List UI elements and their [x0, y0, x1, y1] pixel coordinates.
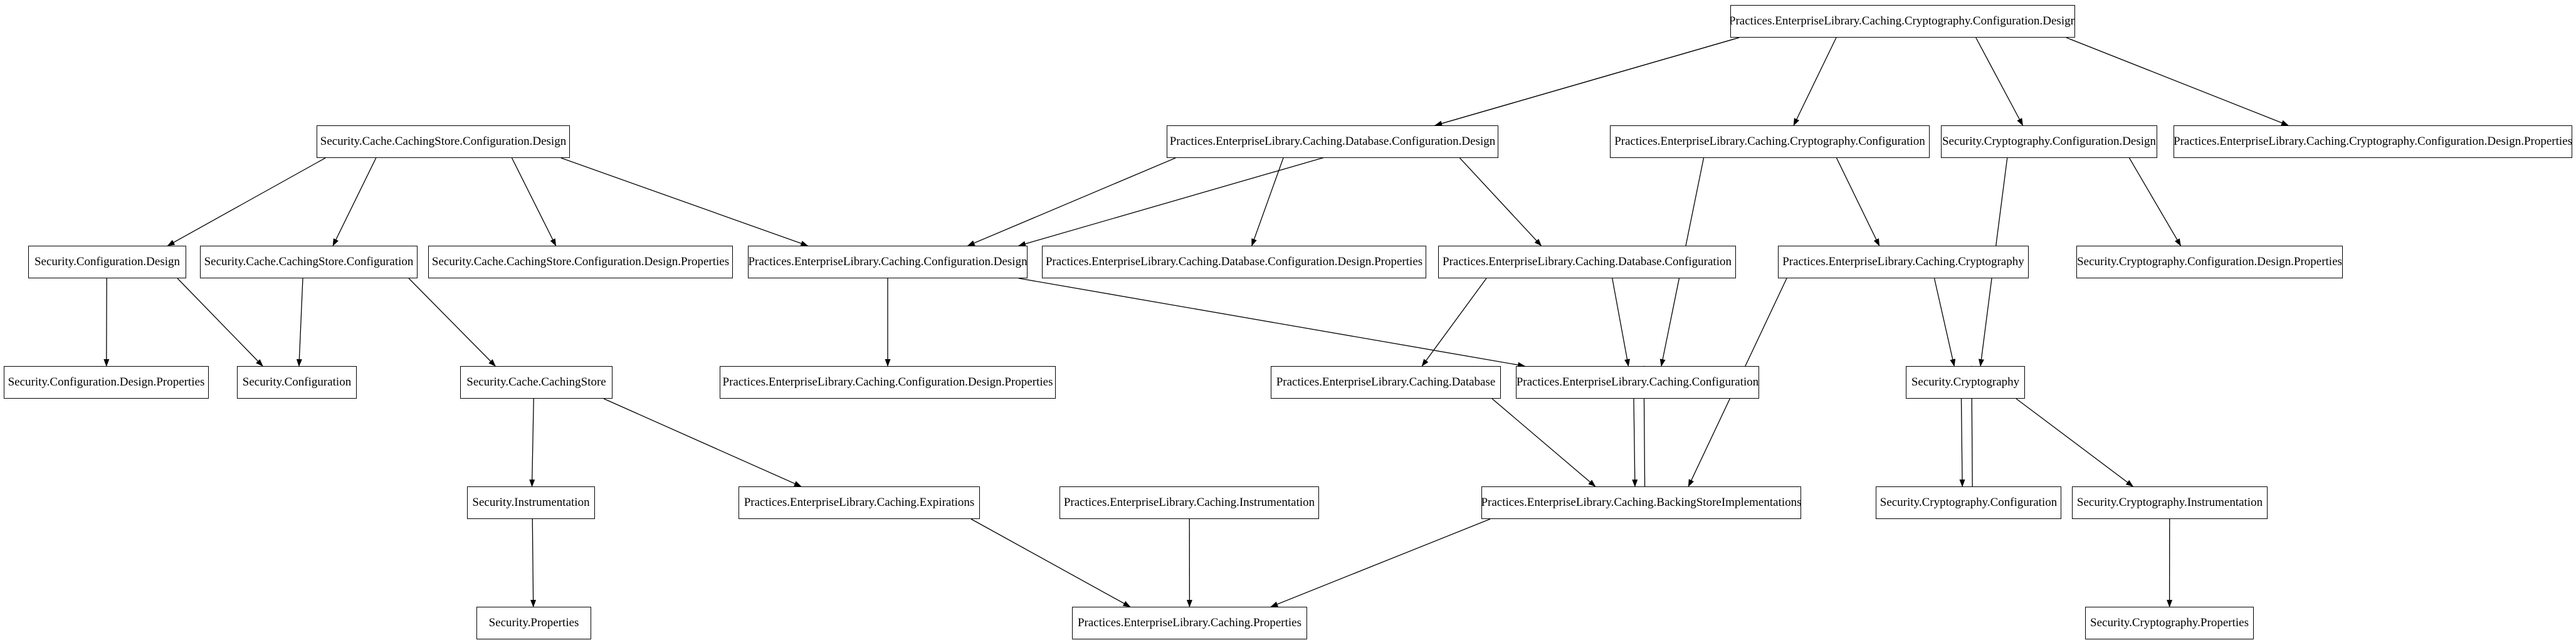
graph-node-n19: Practices.EnterpriseLibrary.Caching.Data… [1271, 366, 1501, 399]
graph-node-n13: Practices.EnterpriseLibrary.Caching.Cryp… [1778, 246, 2029, 278]
graph-node-n2: Security.Cache.CachingStore.Configuratio… [317, 125, 570, 158]
graph-node-label: Practices.EnterpriseLibrary.Caching.Cryp… [1730, 14, 2075, 28]
edge-n3-n10 [967, 157, 1176, 246]
edge-n10-n20 [1018, 278, 1525, 368]
edge-n13-n21 [1933, 278, 1956, 367]
edge-n12-n20 [1612, 278, 1630, 367]
edge-n19-n25 [1491, 398, 1596, 487]
graph-node-n1: Practices.EnterpriseLibrary.Caching.Cryp… [1730, 5, 2075, 38]
graph-node-n17: Security.Cache.CachingStore [460, 366, 612, 399]
graph-node-label: Practices.EnterpriseLibrary.Caching.Cryp… [1782, 255, 2024, 268]
graph-node-n16: Security.Configuration [237, 366, 357, 399]
graph-node-label: Practices.EnterpriseLibrary.Caching.Prop… [1077, 616, 1301, 629]
graph-node-n22: Security.Instrumentation [467, 486, 595, 519]
graph-node-n27: Security.Cryptography.Instrumentation [2072, 486, 2268, 519]
edge-n3-n12 [1459, 157, 1542, 246]
graph-node-n4: Practices.EnterpriseLibrary.Caching.Cryp… [1610, 125, 1930, 158]
graph-node-label: Practices.EnterpriseLibrary.Caching.Conf… [748, 255, 1028, 268]
edge-n20-n25 [1632, 398, 1638, 487]
graph-node-label: Practices.EnterpriseLibrary.Caching.Data… [1169, 135, 1496, 148]
graph-node-label: Practices.EnterpriseLibrary.Caching.Data… [1276, 375, 1496, 389]
graph-node-label: Practices.EnterpriseLibrary.Caching.Inst… [1063, 496, 1315, 509]
edge-n2-n7 [167, 157, 326, 246]
graph-node-label: Practices.EnterpriseLibrary.Caching.Data… [1045, 255, 1423, 268]
graph-node-n18: Practices.EnterpriseLibrary.Caching.Conf… [720, 366, 1056, 399]
graph-node-label: Security.Cryptography.Properties [2090, 616, 2249, 629]
graph-node-n25: Practices.EnterpriseLibrary.Caching.Back… [1481, 486, 1801, 519]
graph-node-label: Security.Instrumentation [472, 496, 590, 509]
graph-node-n20: Practices.EnterpriseLibrary.Caching.Conf… [1516, 366, 1759, 399]
graph-node-label: Security.Cryptography.Configuration.Desi… [2077, 255, 2342, 268]
graph-node-label: Security.Cache.CachingStore.Configuratio… [204, 255, 414, 268]
edge-n22-n28 [530, 518, 537, 607]
edge-n5-n14 [2128, 157, 2181, 246]
edge-n21-n26 [1959, 398, 1965, 487]
graph-node-label: Practices.EnterpriseLibrary.Caching.Cryp… [1614, 135, 1925, 148]
graph-node-label: Practices.EnterpriseLibrary.Caching.Data… [1443, 255, 1732, 268]
edge-n1-n4 [1793, 37, 1837, 126]
graph-node-n8: Security.Cache.CachingStore.Configuratio… [200, 246, 418, 278]
graph-node-n7: Security.Configuration.Design [28, 246, 186, 278]
graph-node-n26: Security.Cryptography.Configuration [1876, 486, 2061, 519]
edge-n23-n29 [970, 518, 1131, 607]
graph-node-n11: Practices.EnterpriseLibrary.Caching.Data… [1042, 246, 1426, 278]
graph-node-label: Security.Configuration.Design.Properties [8, 375, 205, 389]
graph-node-n23: Practices.EnterpriseLibrary.Caching.Expi… [739, 486, 980, 519]
graph-node-label: Security.Cache.CachingStore [466, 375, 606, 389]
graph-node-label: Security.Properties [488, 616, 579, 629]
graph-node-n6: Practices.EnterpriseLibrary.Caching.Cryp… [2174, 125, 2572, 158]
graph-node-n30: Security.Cryptography.Properties [2085, 607, 2254, 639]
edges [103, 37, 2289, 607]
graph-node-label: Security.Cryptography [1911, 375, 2020, 389]
graph-node-n29: Practices.EnterpriseLibrary.Caching.Prop… [1072, 607, 1307, 639]
graph-node-n3: Practices.EnterpriseLibrary.Caching.Data… [1167, 125, 1498, 158]
graph-node-label: Security.Cryptography.Configuration.Desi… [1942, 135, 2157, 148]
graph-node-label: Security.Configuration [242, 375, 352, 389]
edge-n1-n6 [2066, 37, 2289, 126]
graph-node-n5: Security.Cryptography.Configuration.Desi… [1941, 125, 2157, 158]
edge-n25-n29 [1270, 518, 1491, 607]
graph-node-n9: Security.Cache.CachingStore.Configuratio… [428, 246, 733, 278]
edge-n8-n16 [296, 278, 303, 367]
graph-node-label: Practices.EnterpriseLibrary.Caching.Expi… [744, 496, 975, 509]
graph-node-label: Security.Cryptography.Instrumentation [2076, 496, 2263, 509]
graph-node-label: Security.Configuration.Design [34, 255, 180, 268]
edge-n2-n10 [560, 157, 809, 246]
graph-node-label: Security.Cache.CachingStore.Configuratio… [431, 255, 730, 268]
graph-node-n12: Practices.EnterpriseLibrary.Caching.Data… [1438, 246, 1736, 278]
graph-node-n28: Security.Properties [476, 607, 591, 639]
graph-node-n14: Security.Cryptography.Configuration.Desi… [2076, 246, 2343, 278]
edge-n17-n22 [529, 398, 535, 487]
graph-node-n24: Practices.EnterpriseLibrary.Caching.Inst… [1059, 486, 1319, 519]
graph-node-label: Practices.EnterpriseLibrary.Caching.Cryp… [2174, 135, 2572, 148]
graph-node-label: Security.Cryptography.Configuration [1879, 496, 2058, 509]
edge-n17-n23 [603, 398, 802, 487]
edge-n2-n9 [511, 157, 557, 246]
graph-node-label: Security.Cache.CachingStore.Configuratio… [320, 135, 567, 148]
graph-node-n10: Practices.EnterpriseLibrary.Caching.Conf… [748, 246, 1028, 278]
graph-node-label: Practices.EnterpriseLibrary.Caching.Conf… [1516, 375, 1759, 389]
edge-n3-n11 [1251, 157, 1284, 246]
edge-n1-n5 [1975, 37, 2024, 126]
edge-n2-n8 [332, 157, 377, 246]
edge-n7-n16 [177, 278, 263, 367]
graph-node-n15: Security.Configuration.Design.Properties [4, 366, 209, 399]
edge-n21-n27 [2016, 398, 2134, 487]
edge-n8-n17 [408, 278, 496, 367]
edge-n12-n19 [1421, 278, 1487, 367]
graph-node-label: Practices.EnterpriseLibrary.Caching.Back… [1481, 496, 1801, 509]
graph-node-label: Practices.EnterpriseLibrary.Caching.Conf… [722, 375, 1053, 389]
edge-n4-n13 [1836, 157, 1880, 246]
graph-node-n21: Security.Cryptography [1906, 366, 2025, 399]
